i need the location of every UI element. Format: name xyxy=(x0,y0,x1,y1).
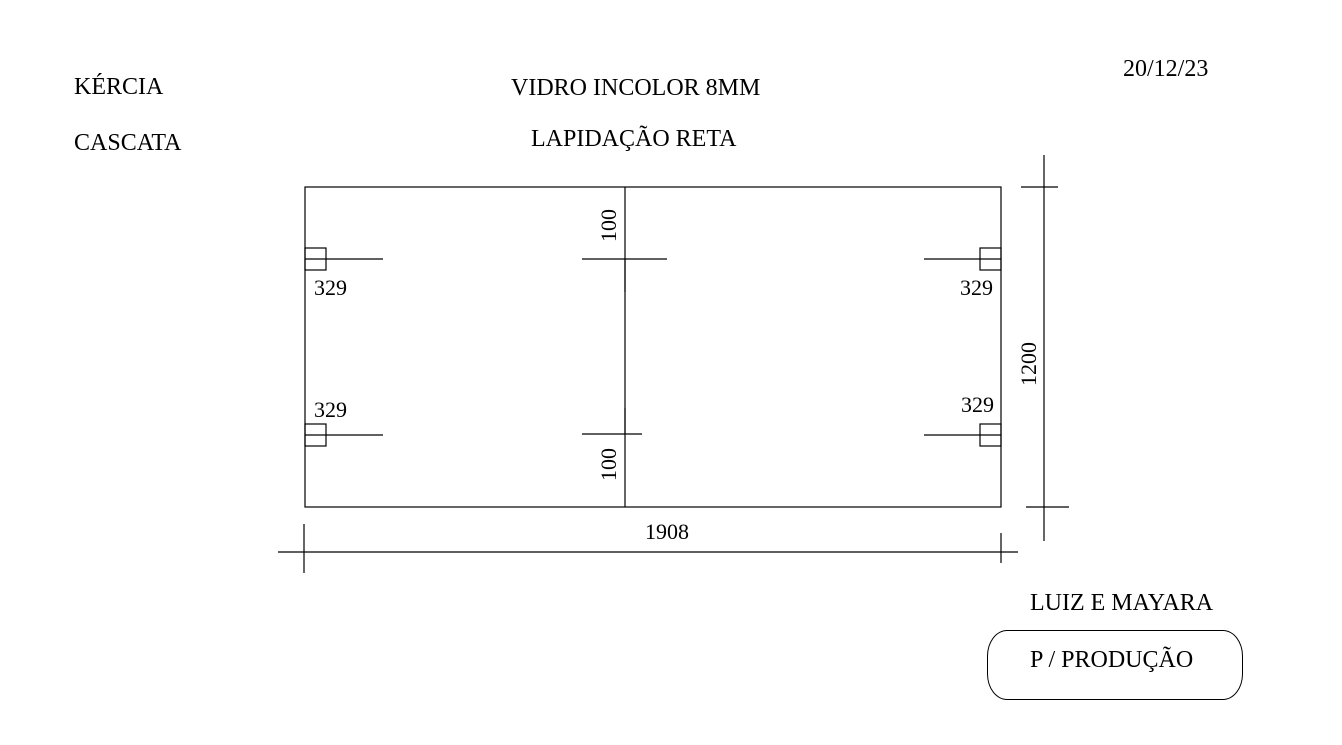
glass-spec: VIDRO INCOLOR 8MM xyxy=(511,75,761,101)
hinge-top-right-label: 329 xyxy=(960,275,993,300)
width-label: 1908 xyxy=(645,519,689,544)
height-label: 1200 xyxy=(1016,342,1041,386)
hinge-bottom-right-label: 329 xyxy=(961,392,994,417)
finish-spec: LAPIDAÇÃO RETA xyxy=(531,126,737,152)
order-date: 20/12/23 xyxy=(1123,56,1209,82)
glass-panel-outline xyxy=(304,186,1002,508)
hinge-bottom-left-label: 329 xyxy=(314,397,347,422)
hole-bottom-offset-label: 100 xyxy=(596,448,621,481)
production-stamp: P / PRODUÇÃO xyxy=(987,630,1243,700)
client-name: KÉRCIA xyxy=(74,74,164,100)
hinge-top-left-label: 329 xyxy=(314,275,347,300)
hole-top-offset-label: 100 xyxy=(596,209,621,242)
production-stamp-label: P / PRODUÇÃO xyxy=(1030,647,1194,673)
product-name: CASCATA xyxy=(74,130,182,156)
customer-name: LUIZ E MAYARA xyxy=(1030,590,1214,616)
